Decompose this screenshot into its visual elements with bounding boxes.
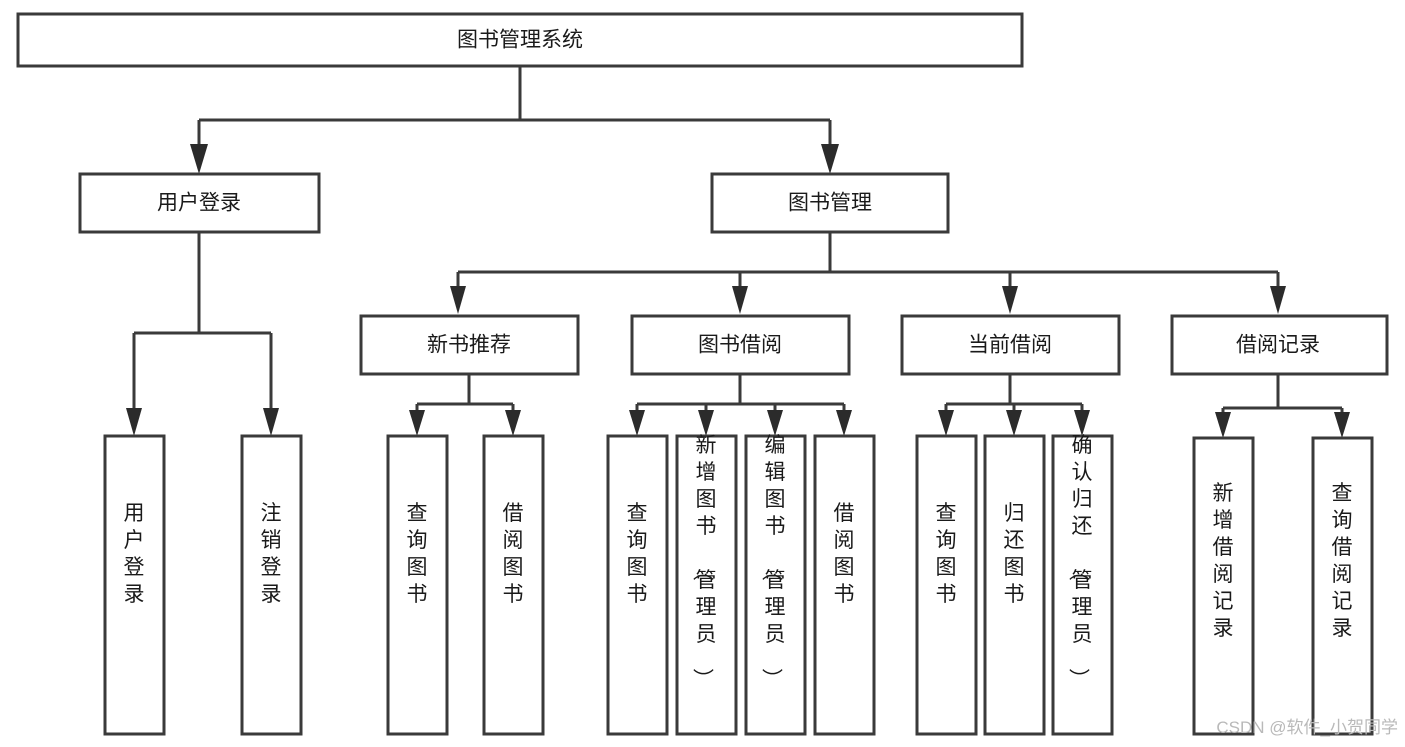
leaf-node-book-borrow-2[interactable]: 编辑图书（管理员） — [744, 434, 807, 736]
leaf-label-book-borrow-3: 借阅图书 — [834, 502, 855, 606]
leaf-node-book-borrow-1[interactable]: 新增图书（管理员） — [675, 434, 738, 736]
connector-group-book-manage — [450, 233, 1286, 314]
node-root-library-system[interactable]: 图书管理系统 — [16, 12, 1024, 68]
leaf-label-new-book-0: 查询图书 — [407, 502, 428, 606]
arrow-head-leaf-new-book-1 — [505, 410, 521, 436]
arrow-head-leaf-book-borrow-0 — [629, 410, 645, 436]
node-borrow-record[interactable]: 借阅记录 — [1170, 314, 1389, 376]
node-current-borrow-box[interactable] — [900, 314, 1121, 376]
leaf-box-current-borrow-0[interactable] — [915, 434, 978, 736]
connector-group-user-login — [126, 232, 279, 436]
arrow-head-current-borrow — [1002, 286, 1018, 314]
node-book-manage-label: 图书管理 — [788, 192, 872, 215]
leaf-box-borrow-record-0[interactable] — [1192, 436, 1255, 736]
node-user-login-box[interactable] — [78, 172, 321, 234]
arrow-head-leaf-borrow-record-0 — [1215, 412, 1231, 438]
arrow-head-leaf-book-borrow-2 — [767, 410, 783, 436]
node-new-book-recommend-label: 新书推荐 — [427, 334, 511, 357]
connector-group-current-borrow — [938, 374, 1090, 436]
csdn-watermark: CSDN @软件_小贺同学 — [1216, 718, 1398, 737]
node-new-book-recommend[interactable]: 新书推荐 — [359, 314, 580, 376]
node-borrow-record-box[interactable] — [1170, 314, 1389, 376]
leaf-label-current-borrow-0: 查询图书 — [936, 502, 957, 606]
leaf-label-current-borrow-1: 归还图书 — [1004, 502, 1025, 606]
leaf-label-borrow-record-0: 新增借阅记录 — [1213, 482, 1234, 640]
leaf-box-current-borrow-1[interactable] — [983, 434, 1046, 736]
leaf-label-book-borrow-0: 查询图书 — [627, 502, 648, 606]
leaf-box-current-borrow-2[interactable] — [1051, 434, 1114, 736]
arrow-head-leaf-borrow-record-1 — [1334, 412, 1350, 438]
arrow-head-book-borrow — [732, 286, 748, 314]
arrow-head-leaf-current-borrow-2 — [1074, 410, 1090, 436]
node-user-login-label: 用户登录 — [157, 192, 241, 215]
leaf-node-current-borrow-1[interactable]: 归还图书 — [983, 434, 1046, 736]
node-root-label: 图书管理系统 — [457, 29, 583, 52]
leaf-node-borrow-record-1[interactable]: 查询借阅记录 — [1311, 436, 1374, 736]
node-borrow-record-label: 借阅记录 — [1236, 334, 1320, 357]
leaf-node-current-borrow-2[interactable]: 确认归还（管理员） — [1051, 434, 1114, 736]
leaf-node-book-borrow-0[interactable]: 查询图书 — [606, 434, 669, 736]
connector-group-book-borrow — [629, 374, 852, 436]
arrow-head-leaf-user-login-0 — [126, 408, 142, 436]
arrow-head-user-login — [190, 144, 208, 174]
arrow-head-book-manage — [821, 144, 839, 174]
node-root-box[interactable] — [16, 12, 1024, 68]
leaf-box-new-book-0[interactable] — [386, 434, 449, 736]
leaf-box-book-borrow-3[interactable] — [813, 434, 876, 736]
connector-group-borrow-record — [1215, 374, 1350, 438]
node-current-borrow-label: 当前借阅 — [968, 334, 1052, 357]
arrow-head-leaf-book-borrow-1 — [698, 410, 714, 436]
leaf-box-book-borrow-2[interactable] — [744, 434, 807, 736]
node-current-borrow[interactable]: 当前借阅 — [900, 314, 1121, 376]
node-book-manage[interactable]: 图书管理 — [710, 172, 950, 234]
leaf-node-user-login-1[interactable]: 注销登录 — [240, 434, 303, 736]
node-book-manage-box[interactable] — [710, 172, 950, 234]
node-book-borrow-label: 图书借阅 — [698, 334, 782, 357]
arrow-head-leaf-current-borrow-1 — [1006, 410, 1022, 436]
leaf-label-borrow-record-1: 查询借阅记录 — [1332, 482, 1353, 640]
node-new-book-recommend-box[interactable] — [359, 314, 580, 376]
arrow-head-borrow-record — [1270, 286, 1286, 314]
leaf-box-borrow-record-1[interactable] — [1311, 436, 1374, 736]
leaf-box-book-borrow-0[interactable] — [606, 434, 669, 736]
leaf-label-user-login-0: 用户登录 — [124, 502, 145, 606]
leaf-node-book-borrow-3[interactable]: 借阅图书 — [813, 434, 876, 736]
leaf-box-book-borrow-1[interactable] — [675, 434, 738, 736]
connector-group-root — [190, 66, 839, 174]
leaf-node-user-login-0[interactable]: 用户登录 — [103, 434, 166, 736]
node-book-borrow-box[interactable] — [630, 314, 851, 376]
leaf-label-book-borrow-1: 新增图书（管理员） — [691, 434, 717, 689]
arrow-head-leaf-user-login-1 — [263, 408, 279, 436]
node-book-borrow[interactable]: 图书借阅 — [630, 314, 851, 376]
leaf-box-user-login-0[interactable] — [103, 434, 166, 736]
leaf-label-current-borrow-2: 确认归还（管理员） — [1067, 434, 1093, 689]
node-user-login[interactable]: 用户登录 — [78, 172, 321, 234]
leaf-node-borrow-record-0[interactable]: 新增借阅记录 — [1192, 436, 1255, 736]
connector-group-new-book-recommend — [409, 374, 521, 436]
leaf-box-new-book-1[interactable] — [482, 434, 545, 736]
arrow-head-new-book-recommend — [450, 286, 466, 314]
arrow-head-leaf-current-borrow-0 — [938, 410, 954, 436]
leaf-node-current-borrow-0[interactable]: 查询图书 — [915, 434, 978, 736]
arrow-head-leaf-new-book-0 — [409, 410, 425, 436]
leaf-node-new-book-1[interactable]: 借阅图书 — [482, 434, 545, 736]
leaf-label-new-book-1: 借阅图书 — [503, 502, 524, 606]
arrow-head-leaf-book-borrow-3 — [836, 410, 852, 436]
leaf-label-user-login-1: 注销登录 — [261, 502, 282, 606]
leaf-label-book-borrow-2: 编辑图书（管理员） — [760, 434, 786, 689]
leaf-box-user-login-1[interactable] — [240, 434, 303, 736]
leaf-node-new-book-0[interactable]: 查询图书 — [386, 434, 449, 736]
